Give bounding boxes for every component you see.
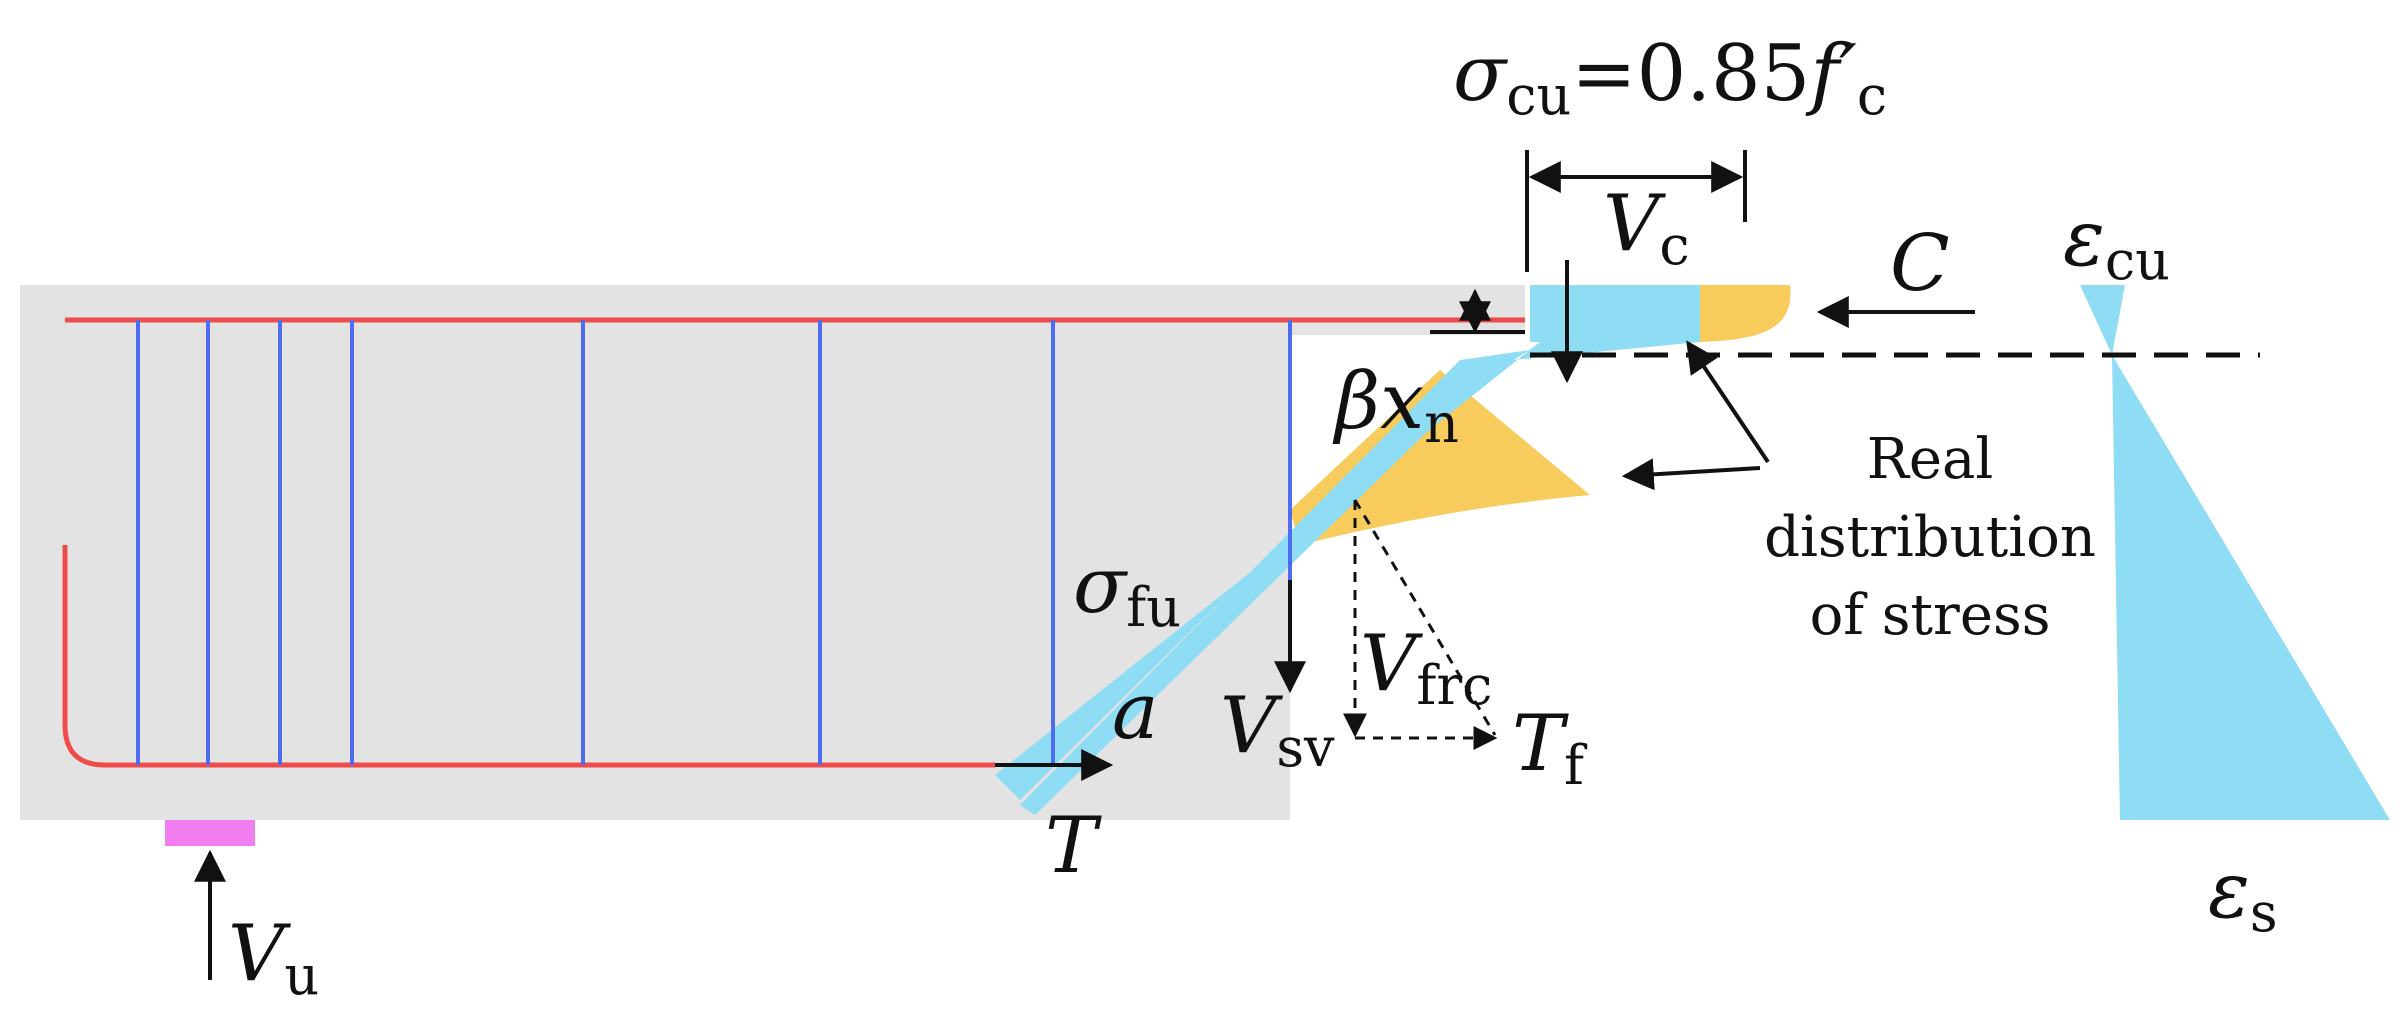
sigma-fu-label: σfu <box>1073 541 1181 639</box>
compression-block <box>1530 285 1700 342</box>
c-label: C <box>1890 219 1950 309</box>
eps-cu-label: εcu <box>2063 194 2170 292</box>
strain-triangle-top <box>2080 285 2125 355</box>
strain-triangle-bottom <box>2112 355 2390 820</box>
tf-label: Tf <box>1512 699 1588 797</box>
vc-label: Vc <box>1603 179 1690 277</box>
beta-xn-label: βxn <box>1332 357 1459 455</box>
t-label: T <box>1045 801 1102 891</box>
real-stress-line-2: distribution <box>1764 505 2096 570</box>
bottom-longitudinal-bar <box>62 545 995 768</box>
vu-label: Vu <box>228 909 319 1007</box>
real-stress-top <box>1700 285 1791 342</box>
diagonal-strut <box>995 342 1700 800</box>
resultant-dashed-line <box>1353 499 1497 736</box>
vfrc-label: Vfrc <box>1360 619 1492 717</box>
real-stress-leader-lower <box>1621 458 1761 491</box>
real-stress-line-3: of stress <box>1810 583 2051 648</box>
vsv-label: Vsv <box>1220 681 1335 779</box>
sigma-cu-label: σcu=0.85f′c <box>1453 29 1887 127</box>
stirrups <box>136 320 1292 765</box>
a-label: a <box>1112 667 1159 757</box>
eps-s-label: εs <box>2208 846 2278 944</box>
diagonal-strut-lower <box>1020 350 1530 815</box>
real-stress-line-1: Real <box>1867 427 1994 492</box>
real-stress-lower <box>1290 370 1590 545</box>
support-plate <box>165 820 255 846</box>
real-stress-leader-upper <box>1686 340 1770 464</box>
